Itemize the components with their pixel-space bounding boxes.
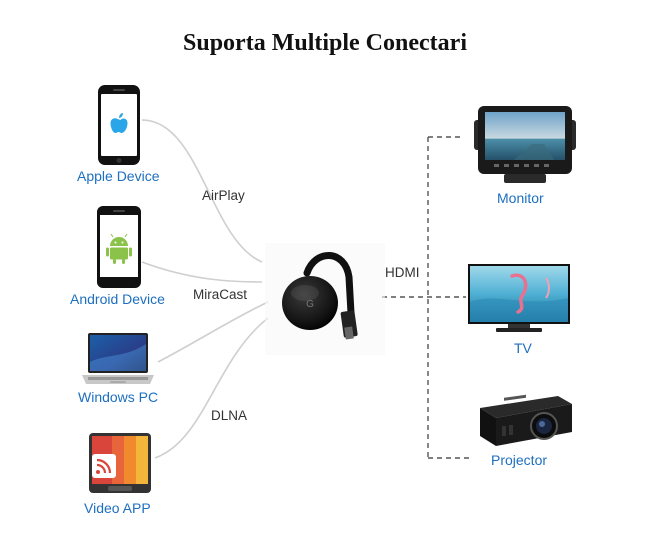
android-phone-icon: [97, 206, 141, 288]
miracast-label: MiraCast: [193, 287, 248, 302]
tv-label: TV: [514, 340, 532, 356]
android-robot-icon: [106, 233, 132, 264]
monitor-label: Monitor: [497, 190, 544, 206]
video-app-icon: [89, 433, 151, 493]
dlna-line: [154, 317, 269, 459]
projector-label: Projector: [491, 452, 548, 468]
cast-icon: [96, 458, 112, 474]
airplay-label: AirPlay: [202, 188, 245, 203]
video-app-label: Video APP: [84, 500, 151, 516]
chromecast-dongle-icon: G: [265, 243, 385, 355]
android-device-label: Android Device: [70, 291, 165, 307]
dlna-label: DLNA: [211, 408, 248, 423]
apple-device-label: Apple Device: [77, 168, 160, 184]
hdmi-label: HDMI: [385, 265, 420, 280]
miracast-line: [141, 261, 263, 283]
laptop-icon: [82, 333, 154, 384]
page-title: Suporta Multiple Conectari: [183, 30, 467, 56]
windows-line: [157, 301, 269, 363]
windows-pc-label: Windows PC: [78, 389, 159, 405]
tv-icon: [468, 264, 570, 332]
monitor-icon: [474, 106, 576, 183]
apple-logo-icon: [110, 113, 128, 133]
airplay-line: [141, 119, 263, 263]
hdmi-lines: [382, 136, 472, 459]
iphone-icon: [98, 85, 140, 165]
projector-icon: [480, 394, 572, 446]
svg-text:G: G: [306, 299, 314, 310]
